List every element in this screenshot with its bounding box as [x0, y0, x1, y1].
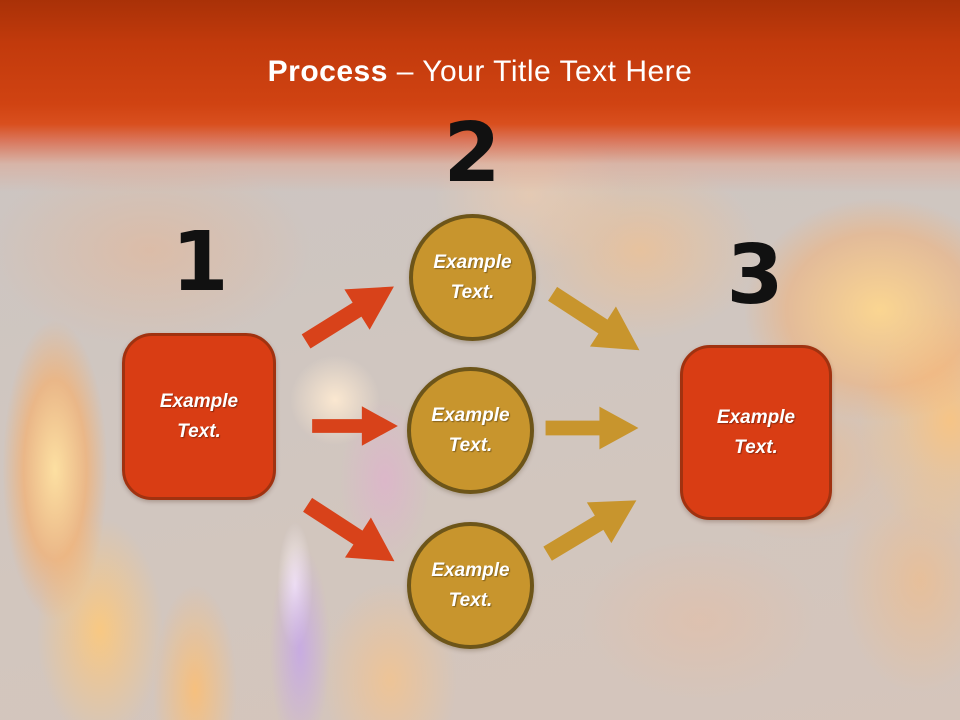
right-process-box: Example Text.	[680, 345, 832, 520]
red-arrow-down-right-icon	[303, 497, 395, 562]
slide-title-rest: – Your Title Text Here	[396, 55, 693, 88]
circle-3-label: Example Text.	[431, 560, 510, 611]
gold-arrow-up-right-icon	[543, 500, 637, 561]
step-number-1: 1	[171, 215, 229, 310]
left-process-box: Example Text.	[122, 333, 276, 500]
left-box-label: Example Text.	[159, 391, 239, 442]
step-number-3: 3	[726, 228, 784, 323]
circle-2-label: Example Text.	[431, 405, 510, 456]
red-arrow-right-icon	[312, 406, 398, 446]
gold-arrow-down-right-icon	[548, 286, 640, 351]
red-arrow-up-right-icon	[301, 286, 394, 349]
process-circle-3: Example Text.	[407, 522, 534, 649]
circle-1-label: Example Text.	[433, 252, 512, 303]
process-circle-2: Example Text.	[407, 367, 534, 494]
slide-title-lead: Process	[267, 55, 388, 88]
slide-title: Process – Your Title Text Here	[0, 55, 960, 89]
right-box-label: Example Text.	[716, 407, 796, 458]
title-band	[0, 0, 960, 200]
step-number-2: 2	[443, 106, 501, 201]
process-circle-1: Example Text.	[409, 214, 536, 341]
gold-arrow-right-icon	[545, 406, 639, 450]
